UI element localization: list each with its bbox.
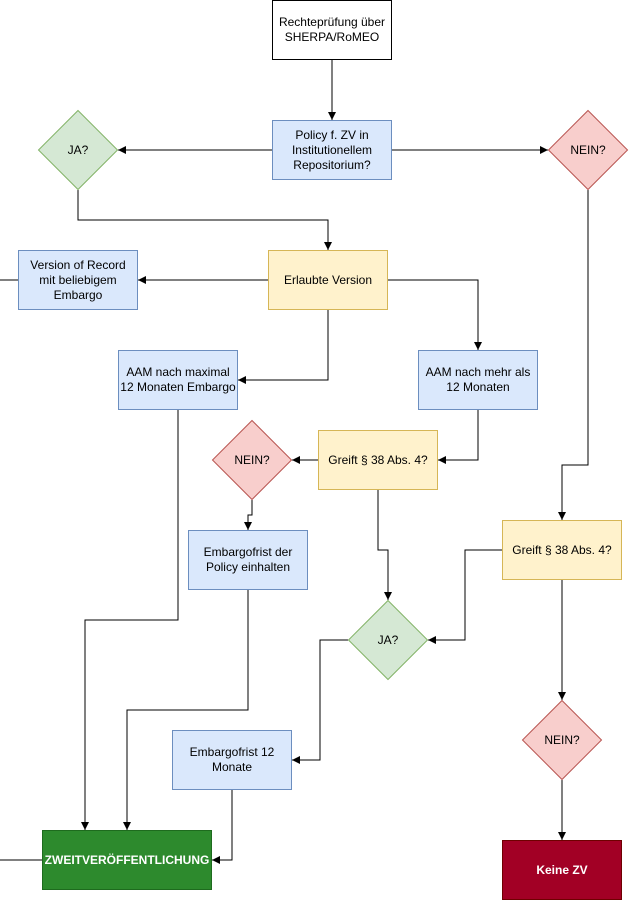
node-erlaubte-label: Erlaubte Version [283,272,373,287]
node-start-label: Rechteprüfung über SHERPA/RoMEO [278,15,386,44]
edge-aammore-to-greift [438,410,479,464]
node-greift-right [502,520,622,580]
node-embargo-policy [188,530,308,590]
node-policy-label: Policy f. ZV in Institutionellem Reposit… [291,127,373,172]
node-greift-mid-label: Greift § 38 Abs. 4? [328,452,428,467]
edge-embargo12-to-zv [212,790,233,864]
edge-nein-to-embargopolicy [244,500,253,530]
node-embargo12 [172,730,292,790]
node-zv [42,830,212,890]
edge-aam12-to-zv [81,410,179,830]
node-policy [272,120,392,180]
node-ja-top [37,109,119,191]
edge-jamid-to-embargo12 [292,639,348,764]
node-aam-more [418,350,538,410]
node-vor [18,250,138,310]
edges [0,60,589,864]
edge-embargopolicy-to-zv [123,590,249,830]
node-aam-more-label: AAM nach mehr als 12 Monaten [425,365,531,394]
edge-greiftright-to-jamid [428,549,502,644]
node-start [272,0,392,60]
node-aam12-label: AAM nach maximal 12 Monaten Embargo [120,365,236,394]
node-nein-mid-label: NEIN? [234,452,270,467]
node-nein-mid [211,419,293,501]
node-vor-label: Version of Record mit beliebigem Embargo [30,257,126,302]
node-greift-right-label: Greift § 38 Abs. 4? [512,542,612,557]
edge-erlaubte-to-aam12 [238,310,329,384]
node-erlaubte [268,250,388,310]
node-embargo12-label: Embargofrist 12 Monate [189,745,275,774]
edge-ja-to-erlaubte [77,190,332,250]
node-keine-label: Keine ZV [536,862,588,877]
node-nein-bottom [521,699,603,781]
edge-neintop-to-greiftright [558,190,589,520]
node-zv-label: ZWEITVERÖFFENTLICHUNG [44,852,210,867]
node-nein-bottom-label: NEIN? [544,732,580,747]
node-ja-mid-label: JA? [377,632,399,647]
node-embargo-policy-label: Embargofrist der Policy einhalten [203,545,293,574]
node-ja-top-label: JA? [67,142,89,157]
edge-greift-to-jamid [377,490,392,600]
node-keine [502,840,622,900]
node-ja-mid [347,599,429,681]
edge-erlaubte-to-aammore [388,279,482,350]
node-nein-top-label: NEIN? [570,142,606,157]
node-greift-mid [318,430,438,490]
node-nein-top [547,109,629,191]
nodes [18,0,629,900]
node-aam12 [118,350,238,410]
